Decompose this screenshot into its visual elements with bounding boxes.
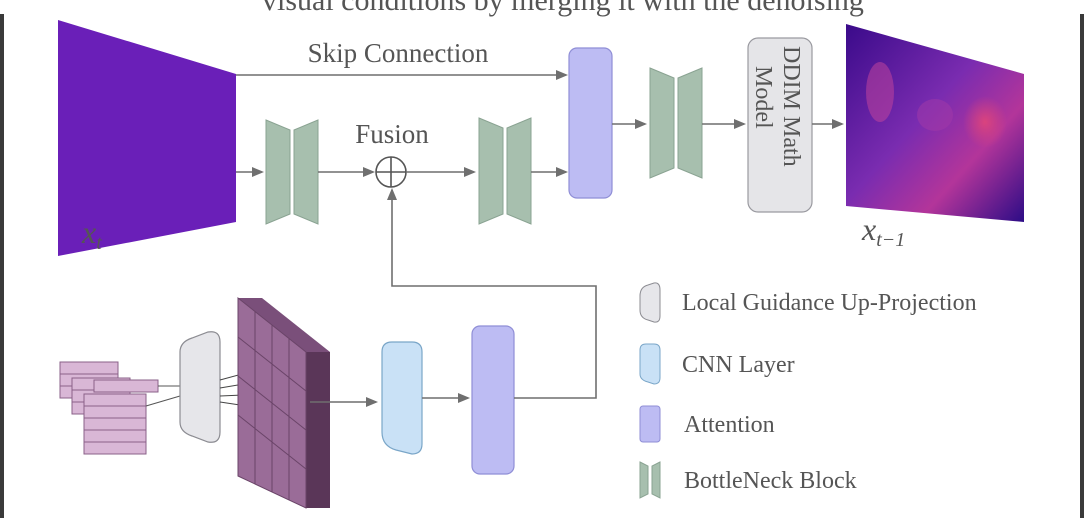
arrow-guidance-to-fusion xyxy=(387,188,597,399)
legend-item-bottleneck: BottleNeck Block xyxy=(639,461,857,499)
skip-connection-label: Skip Connection xyxy=(308,38,489,68)
fusion-label: Fusion xyxy=(355,119,429,149)
bottleneck-block-2 xyxy=(478,117,532,225)
bottleneck-block-1 xyxy=(265,119,319,225)
attention-block-bottom xyxy=(471,325,515,475)
fusion-plus-icon xyxy=(375,156,407,188)
feature-grid-block xyxy=(237,296,330,509)
local-guidance-block xyxy=(179,331,221,443)
legend-item-local-guidance: Local Guidance Up-Projection xyxy=(639,282,977,323)
local-guidance-icon xyxy=(639,282,661,323)
background-paper-strip xyxy=(0,0,1084,14)
legend-item-cnn-layer: CNN Layer xyxy=(639,343,795,385)
legend: Local Guidance Up-Projection CNN Layer A… xyxy=(639,282,977,499)
cnn-layer-icon xyxy=(639,343,661,385)
legend-label-cnn-layer: CNN Layer xyxy=(682,352,795,378)
legend-label-local-guidance: Local Guidance Up-Projection xyxy=(682,290,977,316)
ddim-model-box xyxy=(747,37,813,213)
legend-label-bottleneck: BottleNeck Block xyxy=(684,468,857,494)
attention-block-top xyxy=(568,47,613,199)
input-label-xt: xt xyxy=(81,214,102,254)
attention-icon xyxy=(639,405,661,443)
ddim-label-line2: Model xyxy=(750,66,776,129)
local-feature-cubes xyxy=(59,361,159,455)
output-image-xt-1 xyxy=(846,24,1024,222)
bottleneck-block-3 xyxy=(649,67,703,179)
output-label-xt-1: xt−1 xyxy=(861,211,905,251)
legend-item-attention: Attention xyxy=(639,405,775,443)
background-paper-text: visual conditions by merging it with the… xyxy=(262,0,864,17)
cnn-layer-block xyxy=(381,341,423,455)
legend-label-attention: Attention xyxy=(684,412,775,438)
bottleneck-icon xyxy=(639,461,661,499)
ddim-label-line1: DDIM Math xyxy=(778,46,804,167)
cube-to-guidance-lines xyxy=(145,385,181,407)
input-image-xt xyxy=(58,20,236,256)
